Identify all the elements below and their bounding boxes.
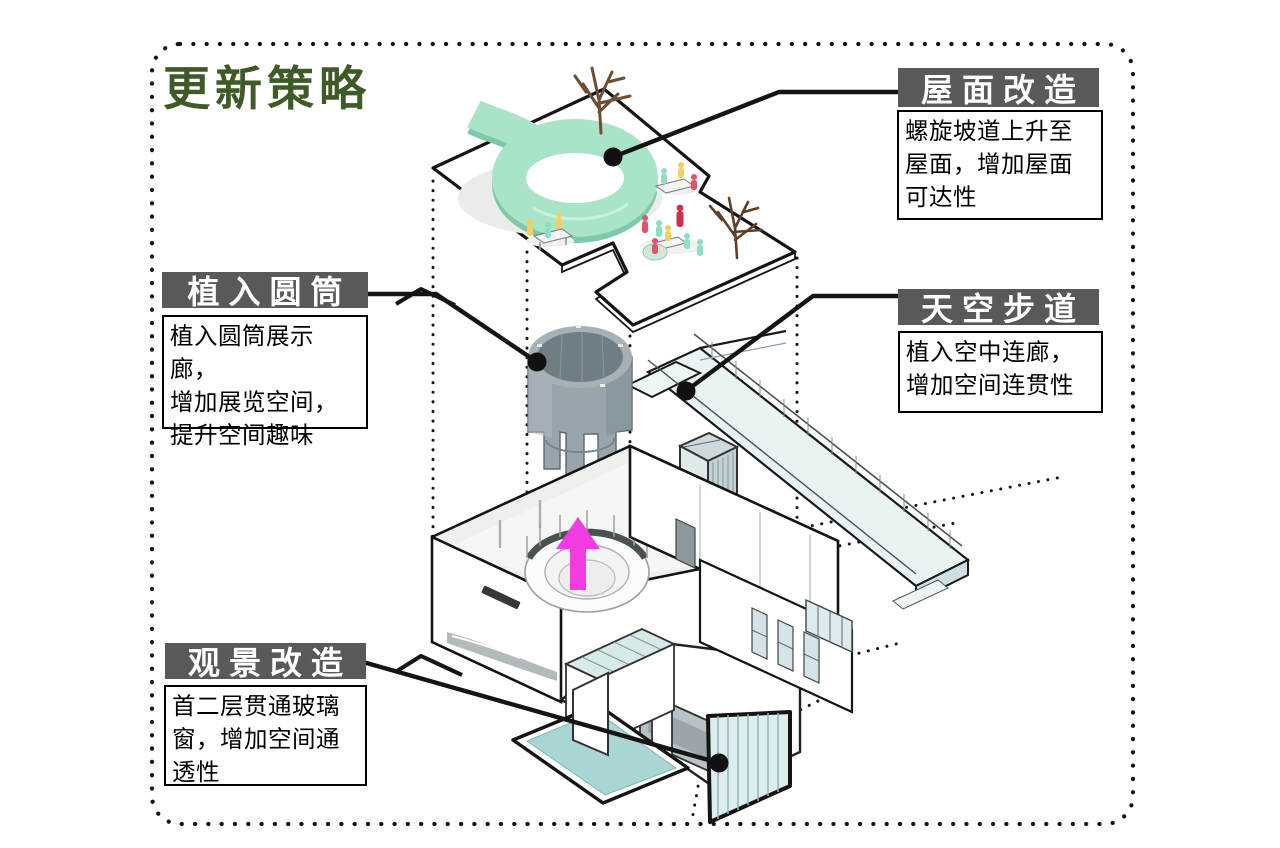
callout-roof-desc: 螺旋坡道上升至 屋面，增加屋面 可达性	[897, 110, 1103, 220]
callout-cylinder-desc: 植入圆筒展示廊， 增加展览空间， 提升空间趣味	[162, 315, 368, 449]
glass-panel-icon	[706, 710, 792, 824]
callout-view-desc: 首二层贯通玻璃 窗，增加空间通 透性	[164, 685, 367, 786]
window-icon	[751, 598, 853, 684]
callout-view-header: 观景改造	[165, 643, 366, 681]
callout-roof-header: 屋面改造	[898, 68, 1099, 108]
dotted-border	[149, 41, 1136, 827]
roof-people-group	[526, 162, 704, 261]
connector-dot-sky	[676, 381, 696, 401]
connector-sky	[683, 293, 901, 394]
tree-icon	[573, 66, 632, 135]
page-title: 更新策略	[163, 64, 371, 116]
callout-sky-header: 天空步道	[898, 289, 1099, 327]
tree-icon	[708, 196, 764, 260]
connector-dot-cylinder	[527, 352, 547, 372]
circular-ramp-icon	[524, 510, 650, 613]
spiral-ramp-icon	[467, 100, 658, 243]
cylinder-icon	[527, 325, 633, 475]
connector-roof	[610, 89, 901, 160]
connector-cylinder	[365, 291, 540, 365]
connector-dot-roof	[603, 147, 623, 167]
connector-dot-view	[709, 753, 729, 773]
building-sign	[481, 585, 521, 610]
connector-view	[360, 659, 722, 766]
callout-cylinder-header: 植入圆筒	[162, 272, 368, 310]
sky-bridge-icon	[625, 329, 971, 610]
pool-icon	[511, 671, 690, 805]
up-arrow-icon	[556, 517, 600, 590]
callout-sky-desc: 植入空中连廊， 增加空间连贯性	[898, 331, 1103, 413]
